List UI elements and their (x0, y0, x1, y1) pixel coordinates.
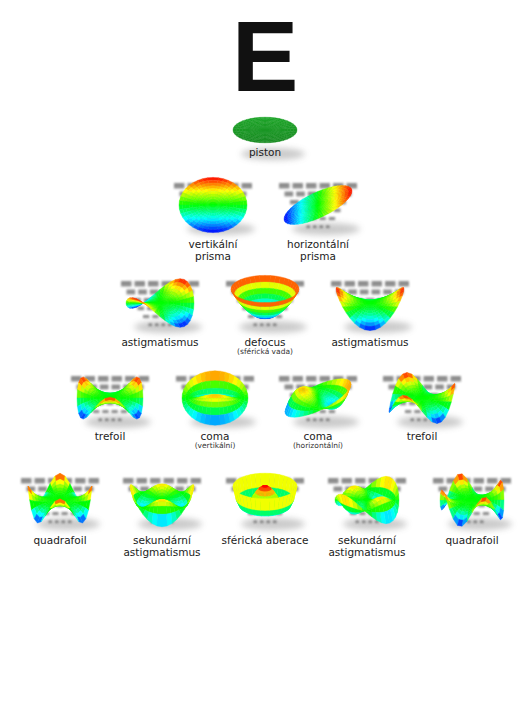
surface-cell (226, 203, 230, 205)
surface-cell (190, 297, 194, 303)
surface-cell (208, 177, 213, 180)
chart-letter-mark (320, 226, 324, 229)
surface-cell (237, 202, 241, 205)
surface-cell (179, 201, 183, 205)
chart-letter-mark (296, 192, 305, 197)
surface-cell (213, 216, 216, 219)
chart-letter-mark (293, 183, 304, 189)
surface-cell (213, 224, 217, 227)
surface-cell (240, 205, 244, 209)
surface-cell (265, 275, 270, 282)
surface-cell (170, 301, 174, 303)
zernike-surface (179, 177, 247, 232)
surface-cell (129, 303, 133, 305)
surface-cell (189, 202, 193, 205)
surface-cell (187, 298, 191, 303)
surface-cell (208, 230, 213, 233)
surface-cell (196, 203, 200, 205)
surface-cell (184, 299, 188, 303)
chart-letter-mark (242, 183, 253, 189)
surface-cell (284, 129, 287, 130)
surface-cell (230, 202, 234, 205)
surface-cell (193, 202, 197, 205)
surface-cell (265, 282, 270, 288)
surface-cell (290, 128, 294, 130)
surface-cell (213, 221, 217, 224)
surface-cell (233, 202, 237, 205)
surface-cell (199, 203, 203, 205)
surface-cell (179, 205, 183, 209)
surface-cell (243, 205, 247, 209)
surface-cell (180, 299, 184, 303)
drop-shadow (134, 321, 202, 333)
chart-letter-mark (138, 290, 147, 295)
surface-cell (186, 202, 190, 205)
surface-cell (177, 300, 181, 303)
chart-letter-mark (149, 324, 153, 327)
chart-letter-mark (138, 307, 145, 311)
zernike-surface (233, 117, 297, 143)
chart-letter-mark (152, 315, 158, 318)
chart-letter-mark (148, 281, 159, 287)
chart-letter-mark (174, 183, 185, 189)
surface-cell (260, 275, 265, 282)
surface-cell (173, 301, 177, 303)
surface-cell (287, 128, 290, 130)
chart-letter-mark (127, 290, 136, 295)
surface-cell (209, 224, 213, 227)
surface-cell (210, 216, 213, 219)
surface-cell (236, 128, 240, 130)
chart-letter-mark (143, 315, 149, 318)
surface-cell (211, 213, 213, 216)
drop-shadow (239, 321, 307, 333)
chart-letter-mark (135, 281, 146, 287)
chart-letter-mark (313, 226, 317, 229)
surface-cell (265, 141, 270, 142)
chart-letter-mark (326, 226, 330, 229)
surface-cell (182, 201, 186, 205)
chart-letter-mark (285, 192, 294, 197)
zernike-surface (284, 185, 352, 224)
surface-cell (233, 128, 237, 130)
surface-cell (213, 230, 218, 233)
surface-cell (239, 128, 242, 130)
chart-letter-mark (307, 226, 311, 229)
surface-cell (126, 303, 130, 305)
chart-letter-mark (306, 183, 317, 189)
chart-letter-mark (162, 324, 166, 327)
surface-cell (260, 141, 265, 142)
surface-cell (209, 221, 213, 224)
surface-cell (293, 128, 297, 130)
chart-letter-mark (121, 281, 132, 287)
surface-cell (213, 213, 215, 216)
chart-letter-mark (155, 324, 159, 327)
surface-cell (260, 282, 265, 288)
surface-cell (255, 141, 260, 143)
surface-cell (223, 203, 227, 205)
surface-cell (210, 219, 213, 222)
chart-letter-mark (267, 324, 271, 327)
surface-cell (240, 201, 244, 205)
surface-cell (243, 201, 247, 205)
surface-cell (243, 129, 246, 130)
surface-cell (208, 180, 213, 183)
surface-cell (213, 180, 218, 183)
chart-letter-mark (254, 324, 258, 327)
chart-letter-mark (279, 183, 290, 189)
drop-shadow (292, 223, 360, 235)
surface-cell (182, 205, 186, 209)
chart-letter-mark (260, 324, 264, 327)
chart-letter-mark (273, 324, 277, 327)
surface-cell (213, 177, 218, 180)
zernike-surface (231, 275, 299, 318)
surface-cell (270, 141, 275, 143)
chart-letter-mark (329, 217, 335, 220)
surface-cell (213, 219, 216, 222)
